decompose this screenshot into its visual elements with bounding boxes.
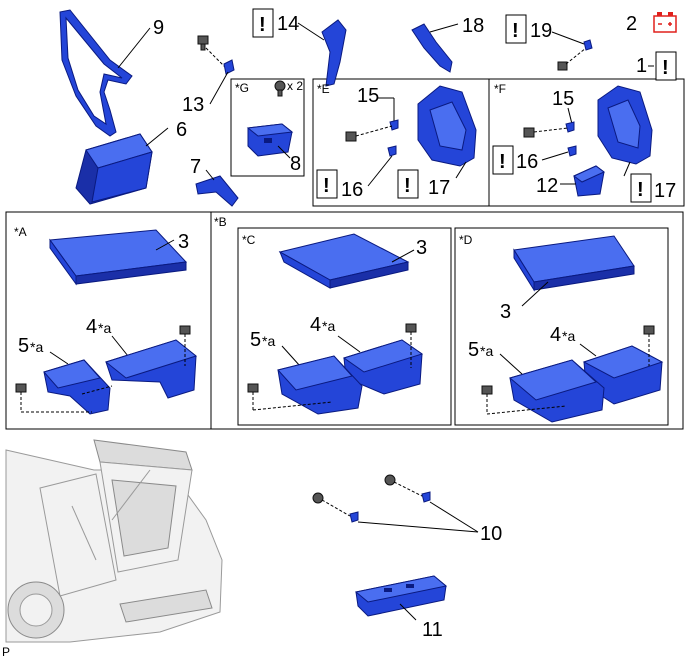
- part-18-trim: [411, 23, 453, 73]
- section-label-e: *E: [317, 82, 330, 96]
- callout-11: 11: [422, 619, 443, 641]
- part-13-bolt: [197, 35, 235, 75]
- part-5-tray-d: [508, 359, 605, 423]
- part-5-tray-c: [277, 355, 363, 415]
- frame-ab: [5, 211, 684, 430]
- battery-icon: [653, 12, 677, 33]
- callout-5-c: 5: [250, 329, 261, 351]
- section-label-c: *C: [242, 233, 256, 247]
- clip-icon-g: [274, 80, 286, 97]
- callout-3-d: 3: [500, 301, 511, 323]
- warning-icon: !: [512, 20, 519, 42]
- part-9-weatherstrip: [59, 9, 133, 137]
- suffix-4-d: *a: [562, 328, 575, 344]
- callout-5-a: 5: [18, 335, 29, 357]
- part-3-deck-board-c: [278, 233, 410, 289]
- warning-icon: !: [662, 57, 669, 79]
- callout-14: 14: [277, 13, 299, 35]
- callout-15-e: 15: [357, 85, 379, 107]
- part-11-scuff-plate: [354, 575, 448, 617]
- part-15-clip-e: [389, 119, 399, 131]
- vehicle-illustration: [5, 439, 223, 643]
- suffix-5-a: *a: [30, 339, 43, 355]
- callout-17-f: 17: [654, 180, 676, 202]
- callout-18: 18: [462, 15, 484, 37]
- callout-4-a: 4: [86, 316, 97, 338]
- corner-label: P: [2, 645, 10, 658]
- bolts-a: [15, 325, 191, 413]
- part-15-small-e: [387, 145, 397, 157]
- callout-5-d: 5: [468, 339, 479, 361]
- part-6-box: [75, 133, 153, 205]
- quantity-g: x 2: [287, 79, 303, 93]
- warning-19: !: [505, 14, 527, 44]
- part-16-small-f: [567, 145, 577, 157]
- part-3-deck-board-a: [49, 229, 188, 286]
- frame-d: [454, 227, 669, 426]
- callout-1: 1: [636, 55, 647, 77]
- callout-3-a: 3: [178, 231, 189, 253]
- part-10-fasteners: [312, 474, 431, 523]
- part-12-bracket: [573, 165, 605, 197]
- warning-icon: !: [499, 151, 506, 173]
- warning-icon: !: [637, 179, 644, 201]
- callout-7: 7: [190, 156, 201, 178]
- warning-16-f: !: [492, 145, 514, 175]
- callout-19: 19: [530, 20, 552, 42]
- section-label-d: *D: [459, 233, 473, 247]
- callout-10: 10: [480, 523, 502, 545]
- callout-4-d: 4: [550, 324, 561, 346]
- frame-g: [230, 78, 305, 177]
- part-17-trim-f: [597, 85, 653, 165]
- warning-1: !: [655, 51, 677, 81]
- part-8-panel: [246, 123, 294, 157]
- warning-icon: !: [404, 175, 411, 197]
- part-3-deck-board-d: [513, 235, 635, 292]
- callout-13: 13: [182, 94, 204, 116]
- suffix-4-a: *a: [98, 320, 111, 336]
- part-17-trim-e: [417, 85, 477, 167]
- part-5-tray-a: [43, 359, 111, 415]
- callout-12: 12: [536, 175, 558, 197]
- frame-c: [237, 227, 452, 426]
- warning-icon: !: [323, 175, 330, 197]
- section-label-b: *B: [214, 215, 227, 229]
- callout-6: 6: [176, 119, 187, 141]
- frame-ef: [312, 78, 685, 207]
- bolts-c: [247, 323, 417, 411]
- callout-16-f: 16: [516, 151, 538, 173]
- section-label-g: *G: [235, 81, 249, 95]
- part-4-tray-c: [342, 339, 424, 395]
- warning-17-e: !: [397, 169, 419, 199]
- section-label-a: *A: [14, 225, 27, 239]
- callout-17-e: 17: [428, 177, 450, 199]
- bolt-f: [523, 127, 569, 138]
- suffix-5-d: *a: [480, 343, 493, 359]
- warning-icon: !: [259, 14, 266, 36]
- bolt-e: [345, 125, 393, 142]
- suffix-5-c: *a: [262, 333, 275, 349]
- callout-3-c: 3: [416, 237, 427, 259]
- callout-8: 8: [290, 153, 301, 175]
- callout-4-c: 4: [310, 314, 321, 336]
- part-15-clip-f: [565, 121, 575, 133]
- suffix-4-c: *a: [322, 318, 335, 334]
- part-7-bracket: [195, 175, 239, 207]
- part-19-bolt: [557, 39, 593, 71]
- section-label-f: *F: [494, 82, 506, 96]
- callout-2: 2: [626, 13, 637, 35]
- part-14-trim: [321, 19, 347, 87]
- callout-16-e: 16: [341, 179, 363, 201]
- warning-14: !: [252, 8, 274, 38]
- callout-15-f: 15: [552, 88, 574, 110]
- bolts-d: [481, 325, 655, 415]
- warning-17-f: !: [630, 173, 652, 203]
- warning-16-e: !: [316, 169, 338, 199]
- part-4-tray-a: [104, 339, 198, 399]
- callout-9: 9: [153, 17, 164, 39]
